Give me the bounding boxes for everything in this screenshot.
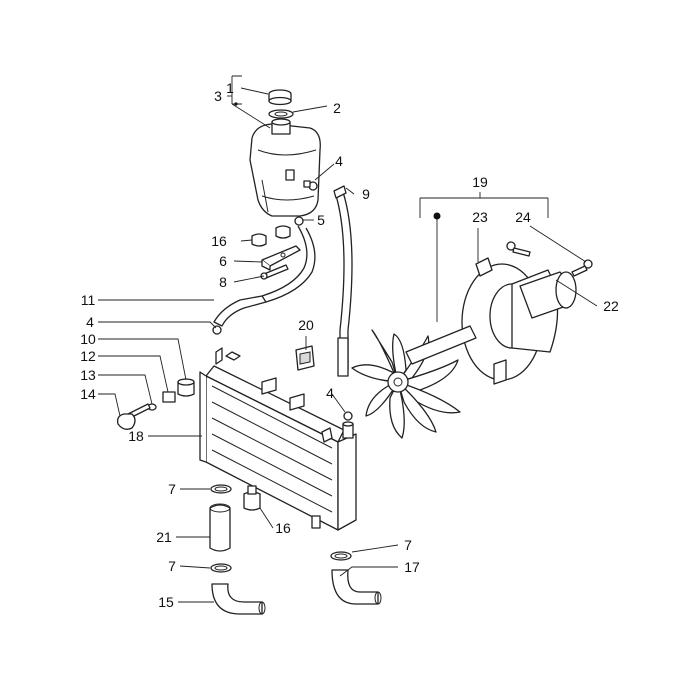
callout-14: 14 — [80, 386, 96, 402]
callout-1: 1 — [226, 80, 234, 96]
rubber-grommet — [251, 225, 291, 247]
callout-12: 12 — [80, 348, 96, 364]
callout-8: 8 — [219, 274, 227, 290]
tank-to-radiator-hose — [261, 225, 316, 303]
callout-4-left: 4 — [86, 314, 94, 330]
callout-17: 17 — [404, 559, 420, 575]
callout-4-upper: 4 — [335, 153, 343, 169]
spacer-sleeve — [162, 391, 176, 403]
callout-13: 13 — [80, 367, 96, 383]
callout-11: 11 — [81, 292, 96, 308]
callout-16-upper: 16 — [211, 233, 227, 249]
callout-7-upper: 7 — [168, 481, 176, 497]
expansion-tank-cap — [268, 89, 292, 106]
callout-9: 9 — [362, 186, 370, 202]
callout-20: 20 — [298, 317, 314, 333]
callout-5: 5 — [317, 212, 325, 228]
callout-labels: 1 2 3 4 5 9 16 6 8 11 4 10 12 13 14 18 2… — [80, 80, 619, 610]
tank-reference-dot — [234, 102, 238, 106]
radiator-mount-bracket — [261, 345, 315, 411]
fan-motor-shaft — [405, 325, 477, 365]
callout-2: 2 — [333, 100, 341, 116]
hose-clamp-right — [330, 551, 352, 561]
small-grommet-4 — [212, 325, 353, 421]
tank-nozzle-fittings — [294, 180, 318, 226]
fan-reference-dot — [433, 212, 441, 220]
callout-24: 24 — [515, 209, 531, 225]
callout-22: 22 — [603, 298, 619, 314]
cooling-fan — [351, 329, 461, 439]
tank-bracket — [261, 245, 301, 271]
overflow-hose-end — [337, 337, 349, 377]
bleed-hose — [213, 295, 267, 327]
mounting-bolt — [116, 403, 151, 430]
radiator — [199, 347, 357, 531]
lower-hose-left — [211, 583, 266, 615]
callout-21: 21 — [156, 529, 172, 545]
hose-clamp-upper — [210, 484, 232, 494]
callout-3: 3 — [214, 88, 222, 104]
motor-screw — [571, 259, 593, 277]
callout-15: 15 — [158, 594, 174, 610]
callout-18: 18 — [128, 428, 144, 444]
radiator-fitting-16 — [243, 485, 261, 511]
hose-pipe — [209, 503, 231, 552]
callout-leader-lines — [98, 75, 598, 603]
callout-10: 10 — [80, 331, 96, 347]
callout-19: 19 — [472, 174, 488, 190]
hose-clamp-lower — [210, 563, 232, 573]
callout-6: 6 — [219, 253, 227, 269]
fan-motor — [519, 271, 577, 319]
rubber-mount — [177, 378, 195, 397]
shroud-screw — [506, 241, 531, 257]
cap-seal-ring — [268, 109, 294, 119]
overflow-hose — [333, 185, 353, 370]
callout-4-right: 4 — [326, 385, 334, 401]
expansion-tank — [249, 118, 321, 217]
fan-shroud — [461, 257, 559, 385]
callout-16-lower: 16 — [275, 520, 291, 536]
callout-7-lower: 7 — [168, 558, 176, 574]
callout-7-right: 7 — [404, 537, 412, 553]
bracket-screw — [260, 264, 289, 280]
lower-hose-right — [331, 569, 382, 605]
callout-23: 23 — [472, 209, 488, 225]
